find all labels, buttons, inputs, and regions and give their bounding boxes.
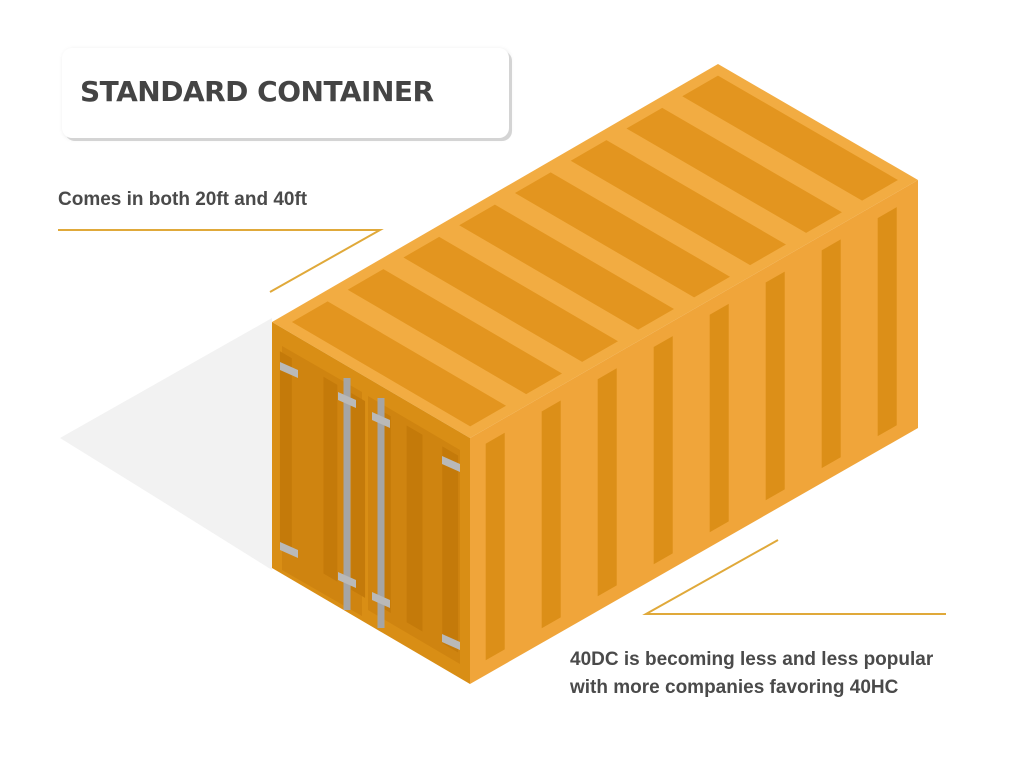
roof-rib [682, 75, 898, 201]
container-side-ribs [485, 207, 897, 661]
note-popularity-line1: 40DC is becoming less and less popular [570, 649, 934, 670]
side-rib [653, 336, 673, 565]
hinge [338, 572, 356, 588]
container-top-face [272, 64, 918, 438]
roof-rib [514, 172, 730, 298]
roof-rib [291, 301, 507, 427]
hinge [372, 412, 390, 428]
door-rib [442, 446, 459, 653]
roof-rib [347, 269, 562, 395]
note-popularity: 40DC is becoming less and less popular w… [570, 646, 933, 702]
hinge [372, 592, 390, 608]
callout-line-bottom [642, 539, 946, 615]
hinge [338, 392, 356, 408]
ground-shadow [60, 318, 272, 570]
container-side-face [470, 180, 918, 684]
roof-rib [570, 140, 786, 266]
hinge [280, 362, 298, 378]
side-rib [485, 432, 505, 661]
door-hinges [280, 362, 460, 650]
hinge [442, 456, 460, 472]
door-left-panel [282, 346, 362, 616]
roof-rib [626, 107, 842, 233]
callout-line-top [58, 229, 384, 293]
container-top-ribs [291, 75, 898, 427]
title-card: STANDARD CONTAINER [62, 48, 509, 138]
note-popularity-line2: with more companies favoring 40HC [570, 677, 899, 698]
door-rib [406, 425, 423, 632]
side-rib [877, 207, 897, 437]
door-rib [323, 376, 338, 582]
door-rib [351, 393, 366, 598]
page-title: STANDARD CONTAINER [80, 75, 434, 108]
door-rib [279, 351, 292, 555]
hinge [280, 542, 298, 558]
hinge [442, 634, 460, 650]
door-corrugations [279, 351, 459, 653]
roof-rib [459, 204, 674, 330]
roof-rib [403, 236, 618, 362]
side-rib [597, 368, 617, 597]
side-rib [821, 239, 841, 469]
side-rib [709, 303, 729, 533]
side-rib [541, 400, 561, 629]
note-sizes: Comes in both 20ft and 40ft [58, 189, 308, 210]
side-rib [765, 271, 785, 501]
